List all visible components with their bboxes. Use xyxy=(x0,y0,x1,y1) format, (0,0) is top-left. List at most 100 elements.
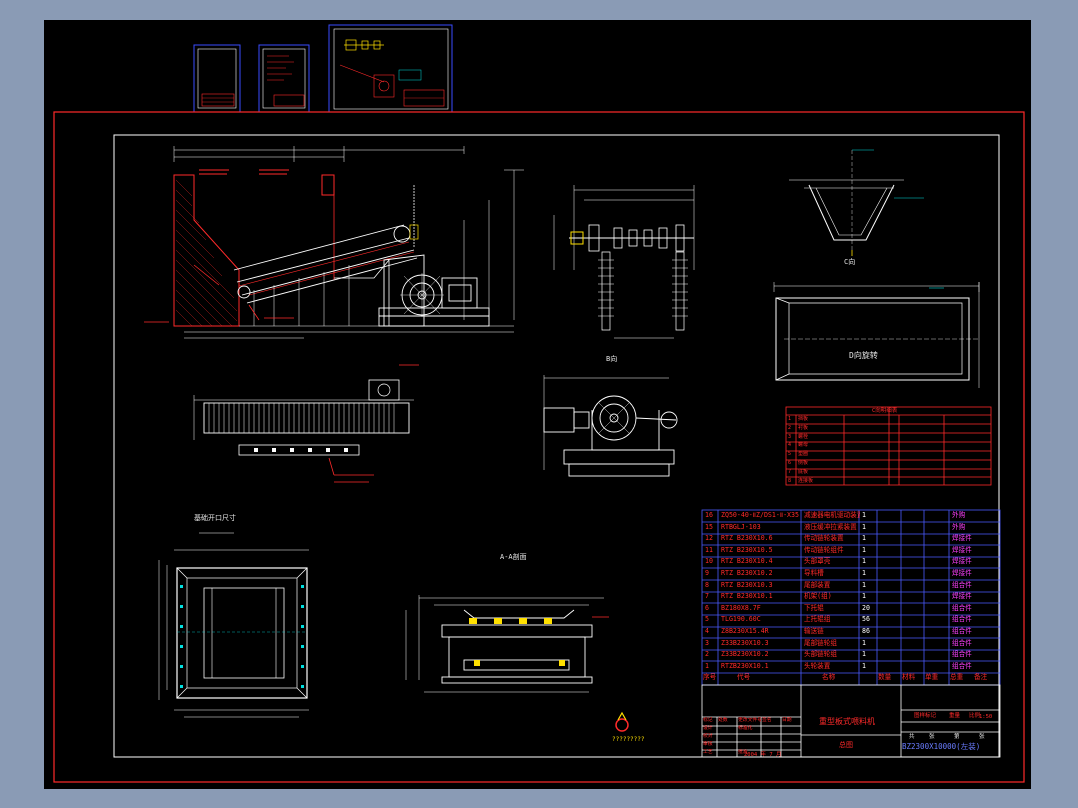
part-code: Z33B230X10.2 xyxy=(721,650,769,659)
part-remark: 焊接件 xyxy=(952,569,972,577)
part-code: Z8B230X15.4R xyxy=(721,627,769,635)
part-no: 6 xyxy=(705,603,709,612)
part-name: 液压缓冲拉紧装置 xyxy=(804,522,857,531)
sheet-count-2: 张 xyxy=(929,734,935,740)
part-qty: 1 xyxy=(862,522,866,531)
part-remark: 组合件 xyxy=(952,580,972,589)
part-no: 2 xyxy=(705,650,709,659)
part-qty: 1 xyxy=(862,650,866,659)
part-name: 机架(组) xyxy=(804,592,832,601)
part-qty: 1 xyxy=(862,534,866,543)
thumbnail-sheet-2[interactable] xyxy=(258,44,310,113)
part-remark: 焊接件 xyxy=(952,592,972,601)
c-row-no: 3 xyxy=(788,433,792,440)
part-remark: 外购 xyxy=(952,511,966,519)
part-name: 头部链轮组 xyxy=(804,650,837,659)
part-no: 8 xyxy=(705,580,709,589)
c-table-row: 1 挡板 xyxy=(786,415,991,424)
c-row-no: 4 xyxy=(788,442,792,449)
part-no: 11 xyxy=(705,545,713,554)
part-remark: 焊接件 xyxy=(952,534,972,543)
tb-col-e: 日期 xyxy=(782,718,792,723)
c-table-title: C向明细表 xyxy=(872,408,898,414)
tb-col-c: 批准 xyxy=(738,750,748,755)
tb-col-a: 校对 xyxy=(703,734,713,739)
part-remark: 组合件 xyxy=(952,638,972,647)
d-view xyxy=(773,282,980,388)
c-table-row: 5 垫圈 xyxy=(786,450,991,459)
part-qty: 1 xyxy=(862,580,866,589)
header-unit-weight: 单重 xyxy=(925,673,939,682)
foundation-label: 基础开口尺寸 xyxy=(194,514,236,522)
part-code: Z33B230X10.3 xyxy=(721,638,769,647)
sheet-count-4: 张 xyxy=(979,734,985,740)
title-block-row: 标记处数更改文件号签名日期 xyxy=(702,717,801,725)
c-row-no: 7 xyxy=(788,468,792,475)
tb-col-a: 审核 xyxy=(703,742,713,747)
thumbnail-sheet-3[interactable] xyxy=(328,24,453,113)
part-qty: 56 xyxy=(862,615,870,624)
view-b-label: B向 xyxy=(606,355,618,363)
title-block-rows: 标记处数更改文件号签名日期设计标准化校对审核工艺 批准 xyxy=(702,717,801,757)
part-code: RTZ B230X10.4 xyxy=(721,557,773,566)
part-code: RTBGLJ-103 xyxy=(721,522,761,531)
title-block-row: 审核 xyxy=(702,741,801,749)
c-row-name: 侧板 xyxy=(798,460,809,466)
c-row-name: 螺母 xyxy=(798,442,809,449)
scale-value: 1:50 xyxy=(979,714,993,720)
c-row-name: 衬板 xyxy=(798,424,809,431)
part-code: RTZ B230X10.5 xyxy=(721,545,773,554)
tb-col-c: 标准化 xyxy=(738,726,753,731)
part-no: 7 xyxy=(705,592,709,601)
c-row-name: 挡板 xyxy=(798,416,809,422)
header-material: 材料 xyxy=(902,673,916,682)
b-view xyxy=(553,185,695,339)
title-block-row: 设计标准化 xyxy=(702,725,801,733)
c-view-parts-table xyxy=(785,406,992,486)
tb-col-b: 处数 xyxy=(718,718,728,723)
part-name: 减速器电机驱动装置 xyxy=(804,511,860,519)
part-qty: 1 xyxy=(862,557,866,566)
part-no: 3 xyxy=(705,638,709,647)
part-name: 尾部装置 xyxy=(804,580,831,589)
c-row-name: 螺栓 xyxy=(798,433,809,440)
part-no: 5 xyxy=(705,615,709,624)
title-main: 重型板式喂料机 xyxy=(819,717,875,726)
part-name: 头部罩壳 xyxy=(804,557,831,566)
sheet-count-1: 共 xyxy=(909,734,915,740)
foundation-plan xyxy=(158,532,309,718)
part-qty: 1 xyxy=(862,638,866,647)
part-code: ZQ50-40-ⅡZ/DS1-Ⅱ-X35 xyxy=(721,511,799,519)
parts-list-table xyxy=(701,509,1001,686)
c-row-no: 5 xyxy=(788,451,792,458)
thumbnail-sheet-1[interactable] xyxy=(193,44,241,113)
cad-drawing-svg xyxy=(53,24,1025,783)
part-qty: 1 xyxy=(862,569,866,577)
title-block-row: 校对 xyxy=(702,733,801,741)
part-code: RTZ B230X10.2 xyxy=(721,569,773,577)
tb-col-a: 工艺 xyxy=(703,750,713,755)
header-code: 代号 xyxy=(737,673,751,682)
c-row-no: 6 xyxy=(788,460,792,466)
logo-text: ????????? xyxy=(612,736,645,743)
c-row-name: 垫圈 xyxy=(798,451,809,458)
title-block xyxy=(701,684,1001,758)
part-name: 尾部链轮组 xyxy=(804,638,837,647)
c-table-row: 3 螺栓 xyxy=(786,433,991,442)
c-row-no: 1 xyxy=(788,416,792,422)
part-remark: 焊接件 xyxy=(952,545,972,554)
part-no: 4 xyxy=(705,627,709,635)
part-remark: 组合件 xyxy=(952,627,972,635)
part-name: 传动链轮组件 xyxy=(804,545,844,554)
